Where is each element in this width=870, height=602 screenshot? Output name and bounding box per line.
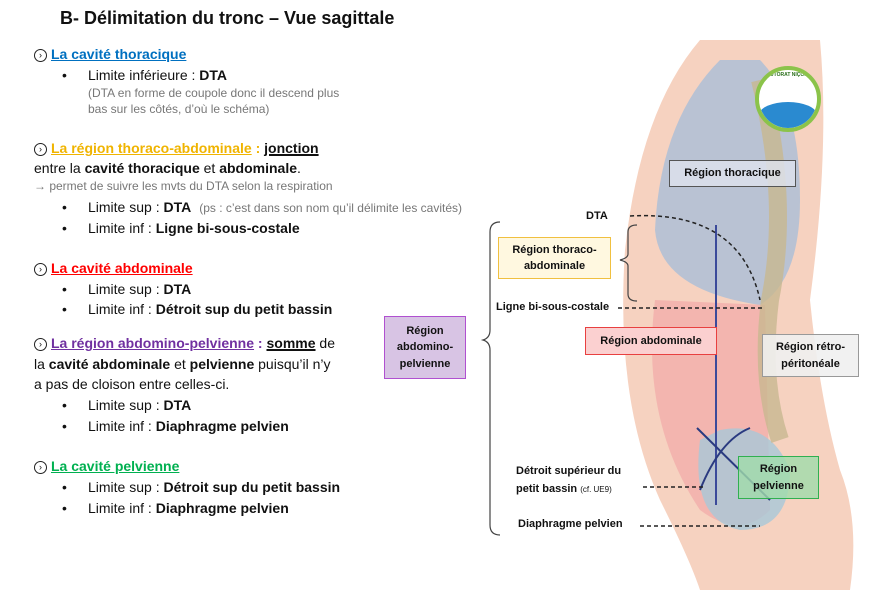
chevron-circle-icon: › (34, 49, 47, 62)
section-cavite-pelvienne: ›La cavité pelvienne (34, 458, 179, 474)
big-brace (480, 221, 501, 536)
bullet-limite-inf: Limite inf : Diaphragme pelvien (88, 500, 289, 516)
bullet-icon: • (62, 397, 67, 413)
section-region-abdomino-pelvienne: ›La région abdomino-pelvienne : somme de (34, 335, 335, 351)
label-region-pelvienne: Région pelvienne (738, 456, 819, 499)
label-region-abdominale: Région abdominale (585, 327, 717, 355)
label-region-retro-peritoneale: Région rétro-péritonéale (762, 334, 859, 377)
label-diaphragme-pelvien: Diaphragme pelvien (518, 518, 623, 530)
bullet-limite-inferieure: Limite inférieure : DTA (88, 67, 228, 83)
label-region-thoraco-abdominale: Région thoraco-abdominale (498, 237, 611, 279)
bullet-limite-inf: Limite inf : Détroit sup du petit bassin (88, 301, 333, 317)
tutorat-logo: TUTORAT NIÇOIS (755, 66, 821, 132)
bullet-limite-sup: Limite sup : Détroit sup du petit bassin (88, 479, 341, 495)
small-brace (619, 224, 638, 302)
bullet-icon: • (62, 220, 67, 236)
chevron-circle-icon: › (34, 338, 47, 351)
page-title: B- Délimitation du tronc – Vue sagittale (60, 8, 395, 28)
bullet-limite-inf: Limite inf : Ligne bi-sous-costale (88, 220, 300, 236)
section-heading: La cavité thoracique (51, 46, 187, 62)
label-region-abdomino-pelvienne: Région abdomino-pelvienne (384, 316, 466, 379)
bullet-icon: • (62, 500, 67, 516)
section-cavite-abdominale: ›La cavité abdominale (34, 260, 193, 276)
chevron-circle-icon: › (34, 263, 47, 276)
bullet-limite-sup: Limite sup : DTA(ps : c’est dans son nom… (88, 199, 462, 215)
text-line: a pas de cloison entre celles-ci. (34, 376, 230, 392)
section-cavite-thoracique: › La cavité thoracique (34, 46, 186, 62)
label-region-thoracique: Région thoracique (669, 160, 796, 187)
section-region-thoraco-abdominale: ›La région thoraco-abdominale : jonction (34, 140, 319, 156)
bullet-limite-inf: Limite inf : Diaphragme pelvien (88, 418, 289, 434)
bullet-limite-sup: Limite sup : DTA (88, 281, 192, 297)
bullet-limite-sup: Limite sup : DTA (88, 397, 192, 413)
text-line: entre la cavité thoracique et abdominale… (34, 160, 301, 176)
note: (DTA en forme de coupole donc il descend… (88, 86, 340, 100)
bullet-icon: • (62, 301, 67, 317)
label-ligne-bi-sous-costale: Ligne bi-sous-costale (496, 301, 610, 313)
label-dta: DTA (586, 210, 608, 222)
arrow-note: → permet de suivre les mvts du DTA selon… (34, 179, 333, 193)
bullet-icon: • (62, 281, 67, 297)
chevron-circle-icon: › (34, 461, 47, 474)
note: bas sur les côtés, d’où le schéma) (88, 102, 270, 116)
label-detroit-line2: petit bassin (cf. UE9) (516, 483, 612, 495)
dta-dashed-line (629, 214, 761, 301)
bullet-icon: • (62, 199, 67, 215)
bullet-icon: • (62, 67, 67, 83)
bullet-icon: • (62, 479, 67, 495)
chevron-circle-icon: › (34, 143, 47, 156)
label-detroit-line1: Détroit supérieur du (516, 465, 622, 477)
text-line: la cavité abdominale et pelvienne puisqu… (34, 356, 331, 372)
bullet-icon: • (62, 418, 67, 434)
spine (751, 77, 789, 443)
